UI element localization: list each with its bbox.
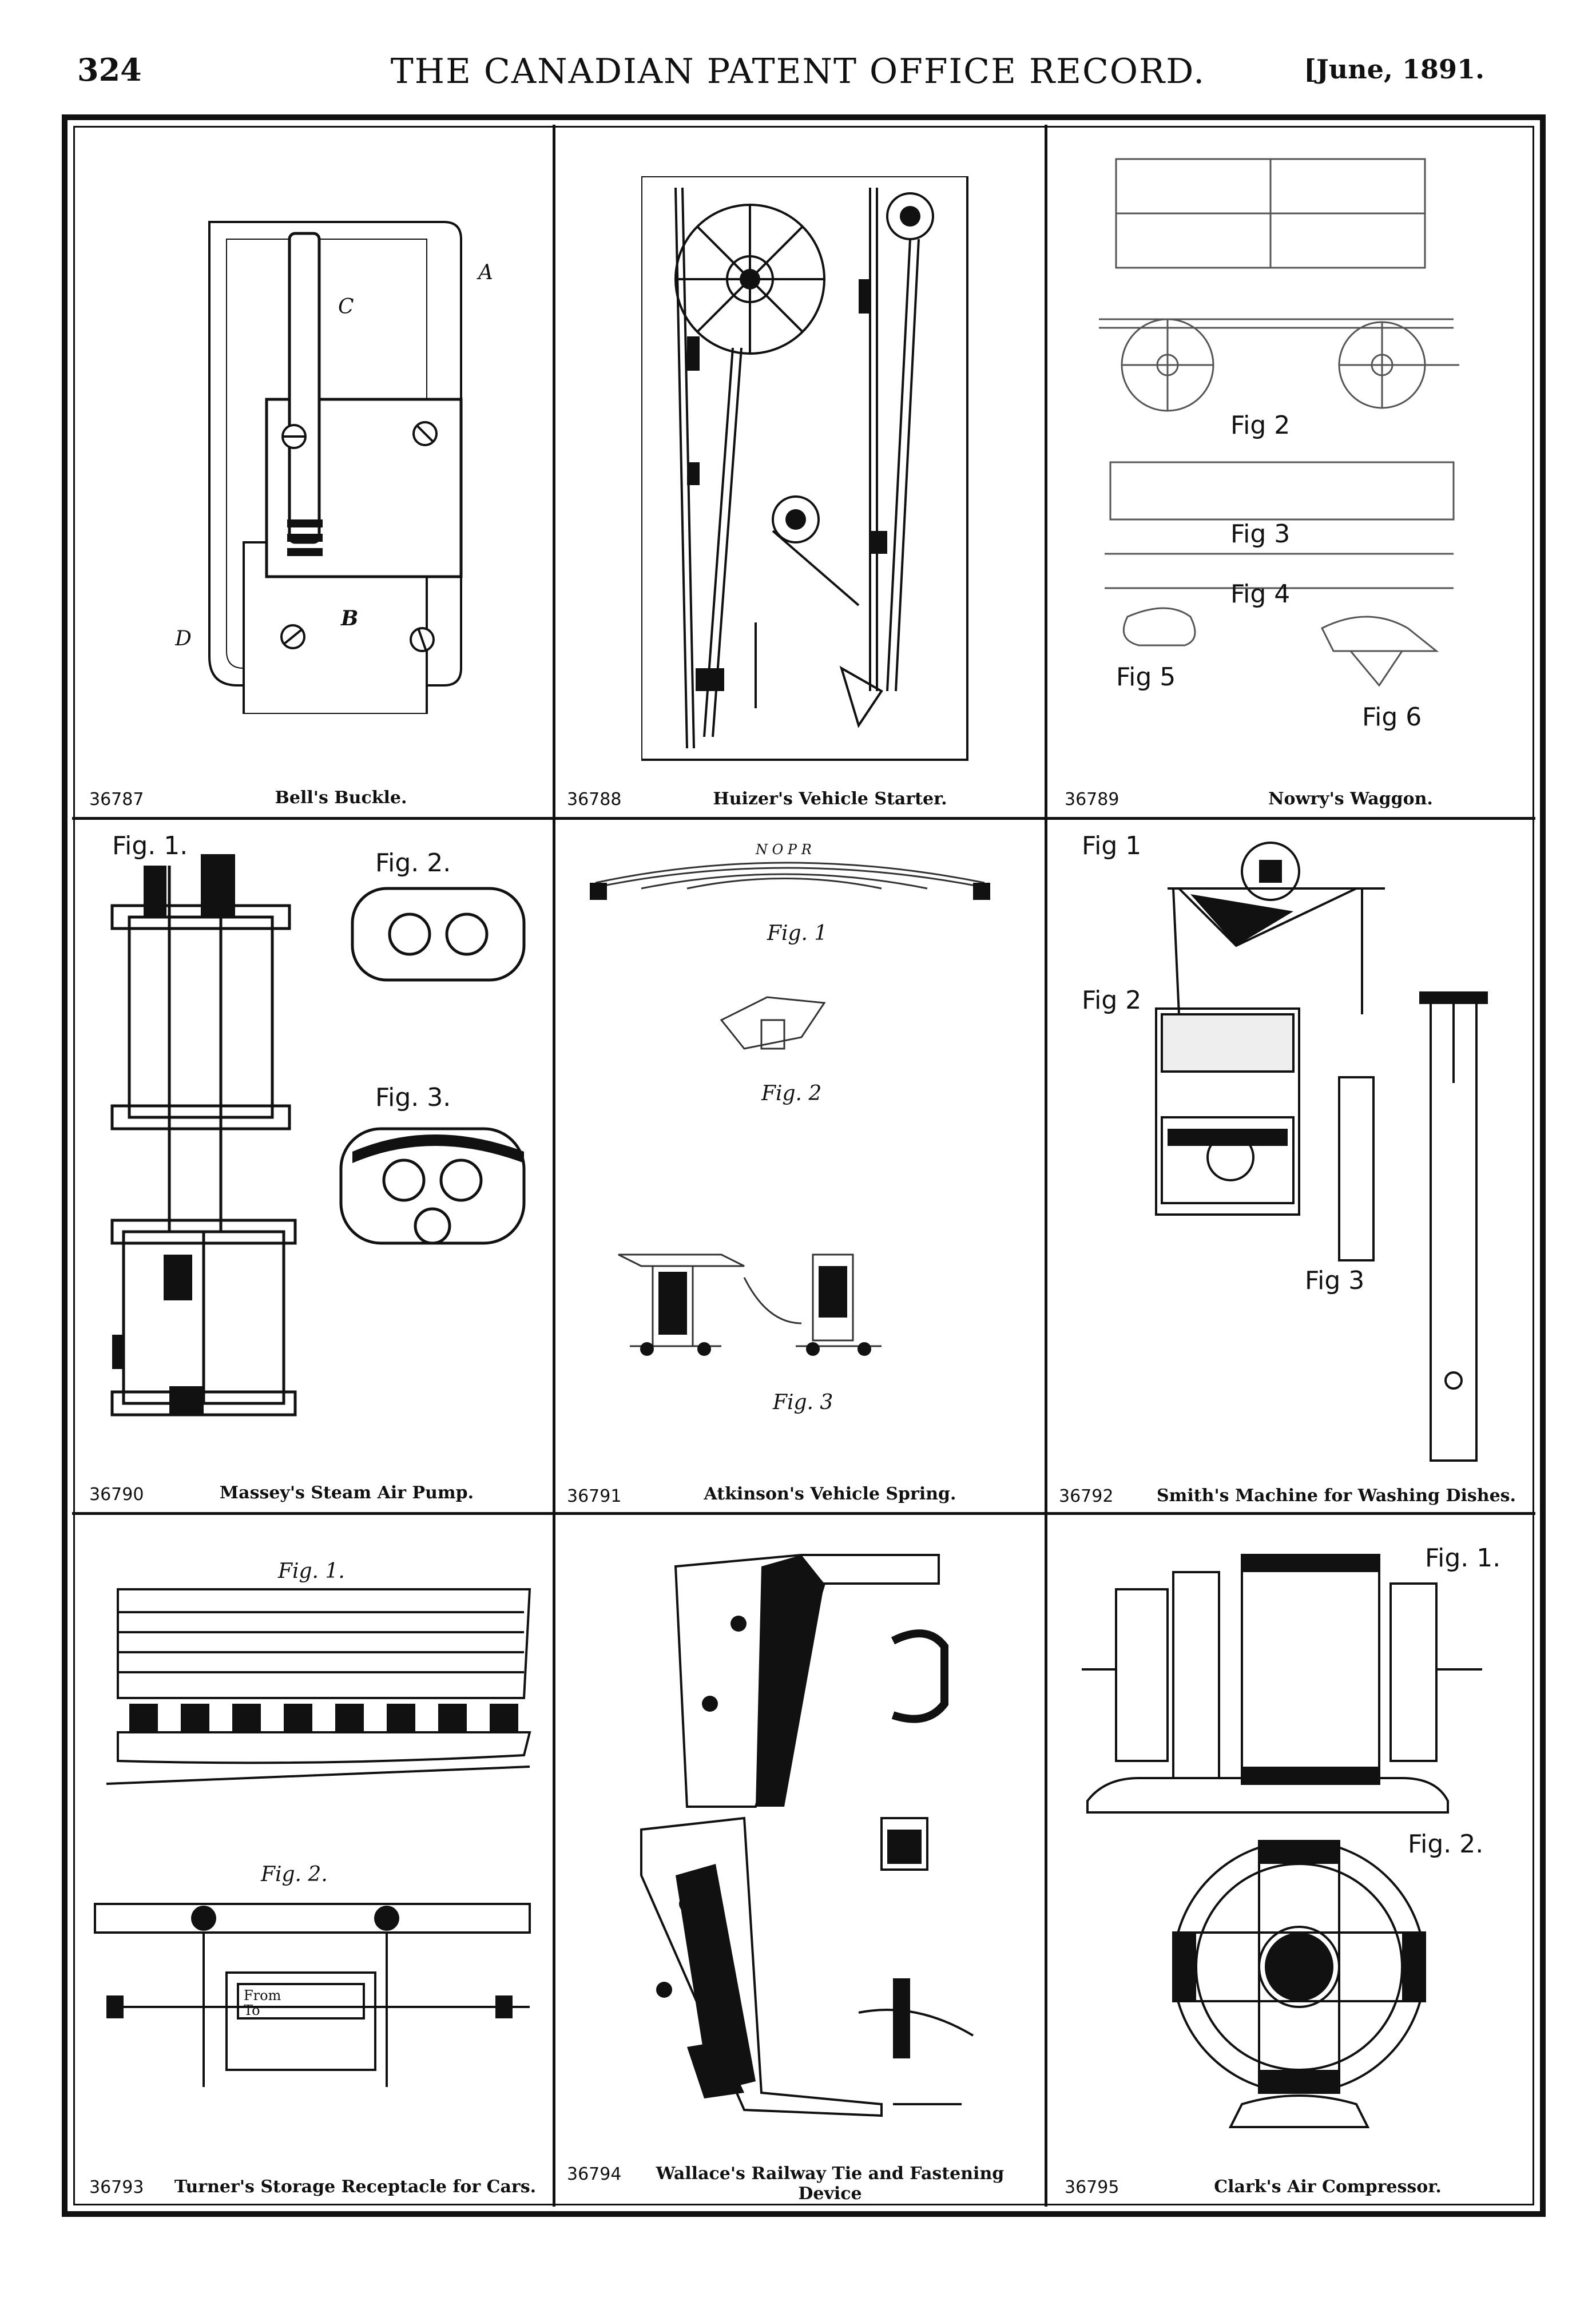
patent-title: Smith's Machine for Washing Dishes.	[1156, 1486, 1516, 1506]
grid-divider-h2	[72, 1512, 1535, 1515]
patent-title: Massey's Steam Air Pump.	[219, 1483, 474, 1503]
patent-cell-36792: Fig 1 Fig 2 Fig 3 36792 Smith's Machine …	[1047, 820, 1535, 1512]
fig-2-label: Fig. 2	[761, 1082, 821, 1105]
dish-washer-figure: Fig 1 Fig 2 Fig 3	[1082, 831, 1488, 1462]
page-header: 324 THE CANADIAN PATENT OFFICE RECORD. […	[0, 51, 1596, 109]
fig-2-label: Fig. 2.	[1408, 1830, 1483, 1859]
vehicle-starter-figure	[641, 176, 968, 761]
fig-2-label: Fig. 2.	[375, 848, 451, 878]
patent-number: 36795	[1065, 2177, 1119, 2197]
label-a: A	[477, 261, 493, 284]
patent-title-line-1: Wallace's Railway Tie and Fastening	[656, 2164, 1005, 2184]
patent-number: 36794	[567, 2164, 622, 2184]
spring-letters: N O P R	[755, 842, 812, 858]
label-d: D	[175, 627, 192, 650]
waggon-figure: Fig 2 Fig 3 Fig 4 Fig 5 Fig 6	[1099, 158, 1459, 732]
fig-3-label: Fig. 3	[772, 1391, 833, 1414]
fig-5-label: Fig 5	[1116, 662, 1176, 692]
fig-1-label: Fig. 1.	[1425, 1544, 1500, 1573]
grid-divider-v1	[553, 125, 555, 2207]
fig-2-label: Fig 2	[1230, 411, 1290, 440]
plate-frame	[62, 114, 1546, 2217]
patent-cell-36789: Fig 2 Fig 3 Fig 4 Fig 5 Fig 6 36789 Nowr…	[1047, 125, 1535, 817]
patent-number: 36789	[1065, 789, 1119, 810]
patent-title: Nowry's Waggon.	[1268, 789, 1433, 809]
label-c: C	[338, 295, 354, 319]
grid-divider-v2	[1045, 125, 1047, 2207]
patent-grid: C A B D 36787 Bell's Buckle.	[72, 125, 1535, 2207]
publication-title: THE CANADIAN PATENT OFFICE RECORD.	[390, 51, 1206, 92]
buckle-figure: C A B D	[175, 221, 493, 714]
fig-3-label: Fig. 3.	[375, 1083, 451, 1112]
patent-cell-36795: Fig. 1. Fig. 2. 36795 Clark's Air Compre…	[1047, 1515, 1535, 2207]
patent-title: Huizer's Vehicle Starter.	[713, 789, 947, 809]
fig-1-label: Fig. 1.	[112, 831, 188, 860]
patent-cell-36791: N O P R Fig. 1 Fig. 2 Fig. 3 36791 Atkin…	[555, 820, 1045, 1512]
storage-receptacle-figure: Fig. 1. Fig. 2. From To	[94, 1560, 531, 2087]
patent-number: 36787	[89, 789, 144, 810]
plate-from-label: From	[244, 1987, 281, 2003]
patent-number: 36788	[567, 789, 622, 810]
patent-title: Atkinson's Vehicle Spring.	[704, 1484, 956, 1504]
patent-title: Turner's Storage Receptacle for Cars.	[174, 2177, 537, 2197]
patent-cell-36788: 36788 Huizer's Vehicle Starter.	[555, 125, 1045, 817]
patent-cell-36790: Fig. 1. Fig. 2. Fig. 3. 36790 Massey's S…	[72, 820, 553, 1512]
fig-3-label: Fig 3	[1305, 1266, 1364, 1295]
patent-number: 36792	[1059, 1486, 1114, 1506]
patent-cell-36793: Fig. 1. Fig. 2. From To 36793 Turner's S…	[72, 1515, 553, 2207]
fig-6-label: Fig 6	[1362, 703, 1422, 732]
plate-to-label: To	[244, 2002, 260, 2018]
grid-divider-h1	[72, 817, 1535, 820]
air-compressor-figure: Fig. 1. Fig. 2.	[1082, 1544, 1500, 2128]
fig-3-label: Fig 3	[1230, 519, 1290, 549]
fig-1-label: Fig. 1	[767, 922, 827, 945]
patent-title: Clark's Air Compressor.	[1214, 2177, 1442, 2197]
patent-number: 36791	[567, 1486, 622, 1506]
label-b: B	[340, 606, 358, 630]
patent-cell-36794: 36794 Wallace's Railway Tie and Fastenin…	[555, 1515, 1045, 2207]
patent-number: 36790	[89, 1485, 144, 1505]
issue-date: [June, 1891.	[1304, 54, 1484, 85]
patent-number: 36793	[89, 2177, 144, 2197]
fig-1-label: Fig. 1.	[277, 1560, 345, 1583]
railway-tie-figure	[640, 1554, 974, 2117]
steam-air-pump-figure: Fig. 1. Fig. 2. Fig. 3.	[110, 831, 526, 1417]
fig-4-label: Fig 4	[1230, 580, 1290, 609]
patent-cell-36787: C A B D 36787 Bell's Buckle.	[72, 125, 553, 817]
fig-1-label: Fig 1	[1082, 831, 1141, 860]
vehicle-spring-figure: N O P R Fig. 1 Fig. 2 Fig. 3	[590, 842, 990, 1414]
fig-2-label: Fig 2	[1082, 986, 1141, 1015]
patent-title-line-2: Device	[798, 2184, 862, 2204]
page-number: 324	[77, 51, 142, 88]
fig-2-label: Fig. 2.	[260, 1863, 328, 1886]
patent-title: Bell's Buckle.	[275, 788, 407, 808]
